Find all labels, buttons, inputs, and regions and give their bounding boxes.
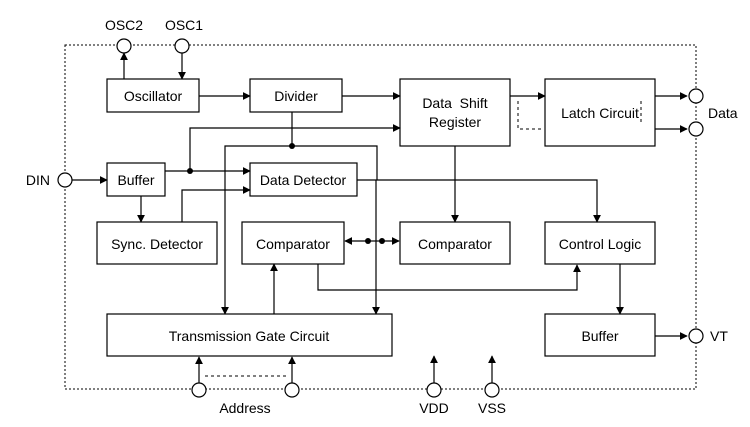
comparator-left-label: Comparator bbox=[256, 236, 330, 252]
din-pin bbox=[57, 172, 73, 188]
shift-latch-dashed-link bbox=[517, 101, 543, 130]
address-pin-1 bbox=[191, 382, 207, 398]
vss-label: VSS bbox=[478, 400, 506, 416]
data-detector-block: Data Detector bbox=[249, 162, 358, 197]
osc1-label: OSC1 bbox=[165, 17, 203, 33]
address-pin-2 bbox=[284, 382, 300, 398]
output-buffer-label: Buffer bbox=[581, 328, 618, 344]
din-label: DIN bbox=[26, 172, 50, 188]
control-logic-label: Control Logic bbox=[559, 236, 642, 252]
shift-register-label-line2: Register bbox=[429, 114, 481, 130]
control-logic-block: Control Logic bbox=[544, 221, 656, 265]
divider-block: Divider bbox=[249, 78, 343, 113]
osc2-pin bbox=[116, 38, 132, 54]
oscillator-label: Oscillator bbox=[124, 88, 183, 104]
pin-labels: OSC2 OSC1 DIN Data VT Address VDD VSS bbox=[26, 17, 738, 416]
junction-buffer bbox=[187, 168, 193, 174]
transmission-gate-label: Transmission Gate Circuit bbox=[169, 328, 330, 344]
comparator-right-label: Comparator bbox=[418, 236, 492, 252]
vt-label: VT bbox=[710, 328, 728, 344]
output-buffer-block: Buffer bbox=[544, 313, 656, 357]
pins bbox=[57, 38, 704, 398]
sync-detector-block: Sync. Detector bbox=[96, 221, 218, 265]
vdd-label: VDD bbox=[419, 400, 449, 416]
comparator-left-block: Comparator bbox=[241, 221, 345, 265]
sync-detector-label: Sync. Detector bbox=[111, 236, 203, 252]
detector-to-tgate-wire bbox=[357, 179, 380, 315]
divider-label: Divider bbox=[274, 88, 318, 104]
comparator-to-control-wire bbox=[317, 264, 581, 291]
chip-boundary bbox=[64, 44, 697, 390]
sync-to-detector-wire bbox=[181, 186, 251, 222]
vss-pin bbox=[484, 382, 500, 398]
comparator-right-block: Comparator bbox=[399, 221, 511, 265]
osc1-pin bbox=[174, 38, 190, 54]
data-shift-register-block: Data Shift Register bbox=[399, 78, 511, 147]
latch-circuit-block: Latch Circuit bbox=[544, 78, 656, 147]
transmission-gate-block: Transmission Gate Circuit bbox=[106, 313, 393, 357]
input-buffer-label: Buffer bbox=[117, 172, 154, 188]
divider-to-control-wire bbox=[292, 145, 601, 223]
connections bbox=[71, 52, 688, 383]
data-pin-lower bbox=[688, 121, 704, 137]
data-pin-upper bbox=[688, 88, 704, 104]
shift-register-label-line1: Data Shift bbox=[422, 95, 487, 111]
address-label: Address bbox=[219, 400, 270, 416]
oscillator-block: Oscillator bbox=[106, 78, 200, 113]
junction-comparator-right bbox=[379, 238, 385, 244]
vt-pin bbox=[688, 328, 704, 344]
junction-comparator-left bbox=[365, 238, 371, 244]
data-label: Data bbox=[708, 105, 738, 121]
input-buffer-block: Buffer bbox=[106, 162, 166, 197]
buffer-to-shift-wire bbox=[189, 124, 401, 171]
latch-circuit-label: Latch Circuit bbox=[561, 105, 639, 121]
divider-to-tgate-wire bbox=[221, 145, 292, 315]
osc2-label: OSC2 bbox=[105, 17, 143, 33]
vdd-pin bbox=[426, 382, 442, 398]
data-detector-label: Data Detector bbox=[260, 172, 347, 188]
junction-divider bbox=[289, 143, 295, 149]
